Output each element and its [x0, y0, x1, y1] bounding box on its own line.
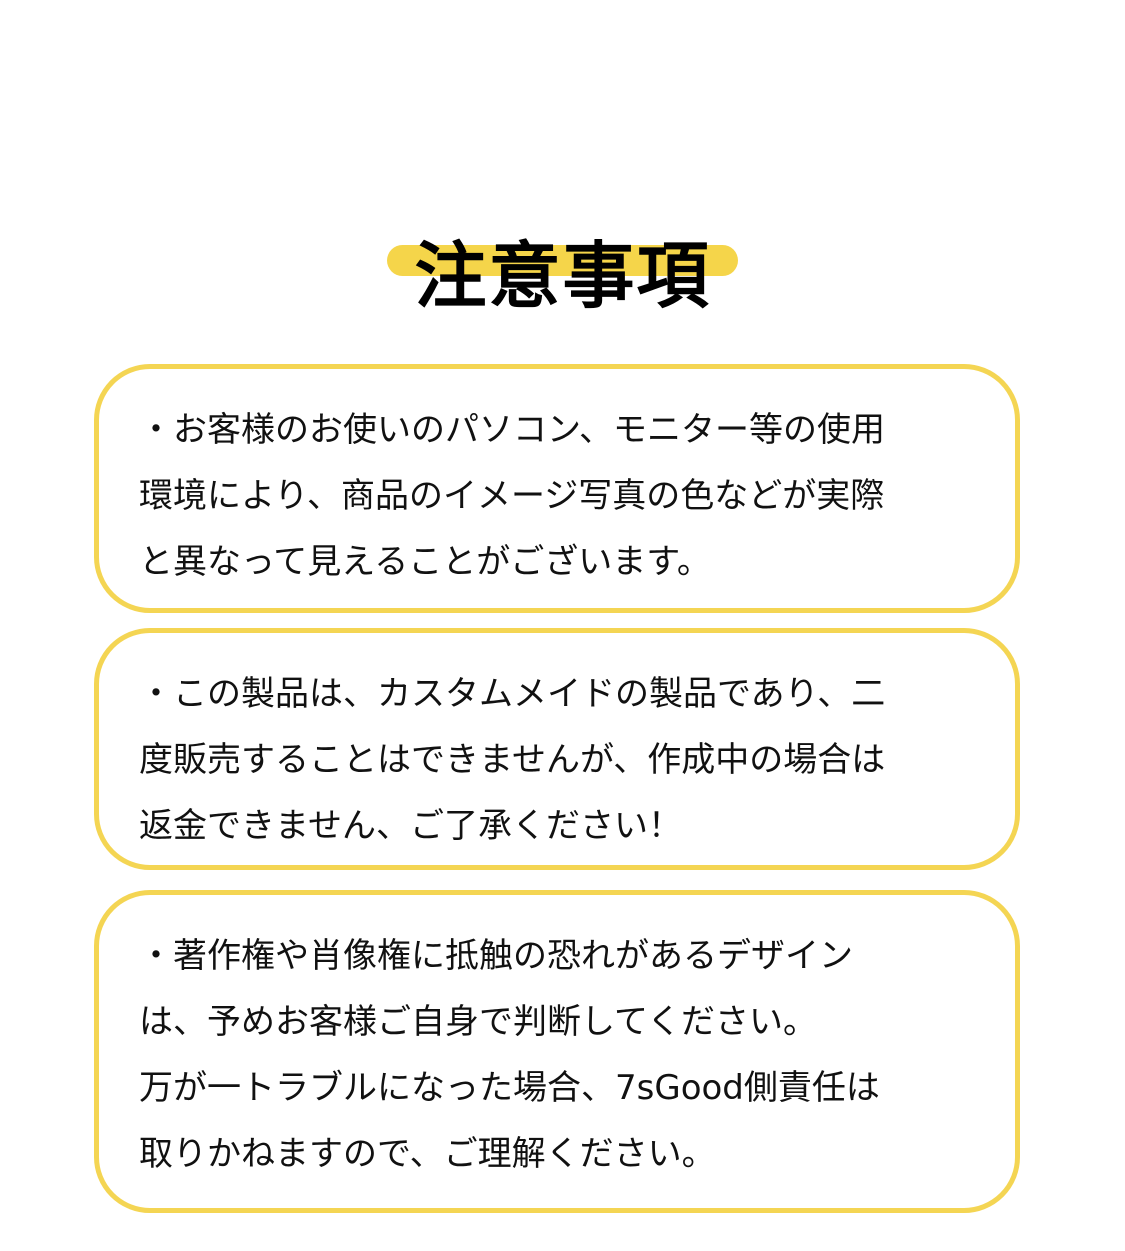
notice-text-line: は、予めお客様ご自身で判断してください。 [139, 1002, 817, 1042]
notice-text-line: 取りかねますので、ご理解ください。 [139, 1134, 716, 1174]
notice-text-line: ・この製品は、カスタムメイドの製品であり、二 [139, 674, 886, 714]
notice-text-line: ・お客様のお使いのパソコン、モニター等の使用 [139, 410, 885, 450]
page-title: 注意事項 [414, 234, 711, 319]
notice-card-copyright: ・著作権や肖像権に抵触の恐れがあるデザイン は、予めお客様ご自身で判断してくださ… [94, 890, 1020, 1213]
notice-card-color-difference: ・お客様のお使いのパソコン、モニター等の使用 環境により、商品のイメージ写真の色… [94, 364, 1020, 613]
notice-text-line: と異なって見えることがございます。 [139, 542, 711, 582]
notice-text-line: 環境により、商品のイメージ写真の色などが実際 [139, 476, 885, 516]
notice-text-line: 万が一トラブルになった場合、7sGood側責任は [139, 1068, 880, 1108]
title-underline-highlight [387, 245, 738, 276]
notice-text-line: ・著作権や肖像権に抵触の恐れがあるデザイン [139, 936, 853, 976]
notice-card-custom-made-no-refund: ・この製品は、カスタムメイドの製品であり、二 度販売することはできませんが、作成… [94, 628, 1020, 870]
notice-text-line: 度販売することはできませんが、作成中の場合は [139, 740, 886, 780]
notice-text-line: 返金できません、ご了承ください！ [139, 806, 682, 846]
